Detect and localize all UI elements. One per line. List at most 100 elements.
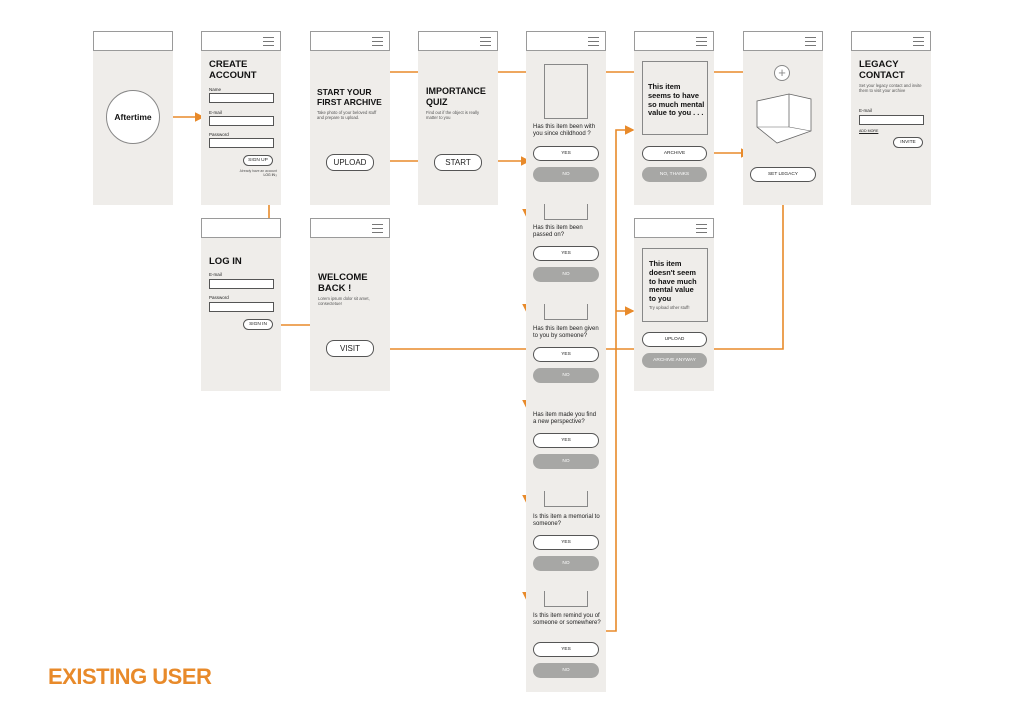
quiz-question: Has this item been with you since childh… [533,124,596,138]
quiz-question: Is this item a memorial to someone? [533,514,600,528]
have-account-text: Already have an account ? [239,169,277,178]
result-hint: Try upload other stuff! [649,305,690,310]
quiz-question: Is this item remind you of someone or so… [533,613,601,627]
login-link[interactable]: LOG IN [263,173,276,177]
screen-splash: Aftertime [93,31,173,205]
room-cube-icon [756,93,812,144]
result-message: This item doesn't seem to have much ment… [649,259,697,304]
screen-login: LOG IN E-mail Password SIGN IN [201,218,281,391]
start-button[interactable]: START [434,154,482,171]
email-label: E-mail [209,110,222,115]
yes-button[interactable]: YES [533,146,599,161]
page-title: LOG IN [209,256,242,267]
menu-icon[interactable] [696,37,707,46]
no-thanks-button[interactable]: NO, THANKS [642,167,707,182]
result-card [642,61,708,135]
page-title: LEGACY CONTACT [859,59,905,81]
arrow-visit-to-room [368,191,788,350]
menu-icon[interactable] [696,224,707,233]
quiz-question: Has this item been given to you by someo… [533,326,599,340]
yes-button[interactable]: YES [533,347,599,362]
password-label: Password [209,132,229,137]
name-label: Name [209,87,222,92]
no-button[interactable]: NO [533,556,599,571]
page-title: CREATE ACCOUNT [209,59,257,81]
result-card [642,248,708,322]
screen-create-account: CREATE ACCOUNT Name E-mail Password SIGN… [201,31,281,205]
no-button[interactable]: NO [533,167,599,182]
yes-button[interactable]: YES [533,433,599,448]
menu-icon[interactable] [263,37,274,46]
screen-topbar [634,218,714,238]
result-message: This item seems to have so much mental v… [648,82,705,118]
no-button[interactable]: NO [533,663,599,678]
archive-anyway-button[interactable]: ARCHIVE ANYWAY [642,353,707,368]
screen-welcome-back: WELCOME BACK ! Lorem ipsum dolor sit ame… [310,218,390,391]
screen-topbar [310,31,390,51]
screen-topbar [201,31,281,51]
page-description: Set your legacy contact and invite them … [859,83,922,93]
email-field[interactable] [209,279,274,289]
add-more-link[interactable]: ADD MORE [859,129,879,133]
screen-topbar [93,31,173,51]
email-label: E-mail [209,272,222,277]
page-description: Take photo of your beloved stuff and pre… [317,110,377,120]
signin-button[interactable]: SIGN IN [243,319,273,330]
quiz-question: Has this item been passed on? [533,225,583,239]
screen-topbar [418,31,498,51]
yes-button[interactable]: YES [533,535,599,550]
no-button[interactable]: NO [533,368,599,383]
menu-icon[interactable] [805,37,816,46]
invite-button[interactable]: INVITE [893,137,923,148]
quiz-question: Has item made you find a new perspective… [533,412,597,426]
screen-importance-quiz: IMPORTANCE QUIZ Find out if the object i… [418,31,498,205]
no-button[interactable]: NO [533,454,599,469]
page-description: Find out if the object is really matter … [426,110,480,120]
screen-legacy-contact: LEGACY CONTACT Set your legacy contact a… [851,31,931,205]
password-field[interactable] [209,138,274,148]
menu-icon[interactable] [372,224,383,233]
menu-icon[interactable] [913,37,924,46]
signup-button[interactable]: SIGN UP [243,155,273,166]
upload-button[interactable]: UPLOAD [326,154,374,171]
menu-icon[interactable] [480,37,491,46]
email-label: E-mail [859,108,872,113]
item-photo-placeholder [544,591,588,607]
menu-icon[interactable] [372,37,383,46]
page-title: WELCOME BACK ! [318,272,368,294]
no-button[interactable]: NO [533,267,599,282]
menu-icon[interactable] [588,37,599,46]
logo-text: Aftertime [114,112,152,122]
set-legacy-button[interactable]: SET LEGACY [750,167,816,182]
logo-circle[interactable]: Aftertime [106,90,160,144]
page-title: START YOUR FIRST ARCHIVE [317,87,382,107]
screen-topbar [310,218,390,238]
yes-button[interactable]: YES [533,642,599,657]
email-field[interactable] [209,116,274,126]
screen-first-archive: START YOUR FIRST ARCHIVE Take photo of y… [310,31,390,205]
page-description: Lorem ipsum dolor sit amet, consectetuer [318,296,370,306]
item-photo-placeholder [544,304,588,320]
visit-button[interactable]: VISIT [326,340,374,357]
password-field[interactable] [209,302,274,312]
screen-result-negative: This item doesn't seem to have much ment… [634,218,714,391]
screen-topbar [851,31,931,51]
screen-quiz-questions: Has this item been with you since childh… [526,31,606,692]
page-title: IMPORTANCE QUIZ [426,86,486,107]
item-photo-placeholder [544,64,588,119]
name-field[interactable] [209,93,274,103]
item-photo-placeholder [544,491,588,507]
yes-button[interactable]: YES [533,246,599,261]
email-field[interactable] [859,115,924,125]
upload-button[interactable]: UPLOAD [642,332,707,347]
screen-topbar [526,31,606,51]
screen-topbar [201,218,281,238]
screen-topbar [743,31,823,51]
archive-button[interactable]: ARCHIVE [642,146,707,161]
screen-archive-room: + SET LEGACY [743,31,823,205]
screen-topbar [634,31,714,51]
footer-label: EXISTING USER [48,664,212,689]
item-photo-placeholder [544,204,588,220]
screen-result-positive: This item seems to have so much mental v… [634,31,714,205]
add-icon[interactable]: + [774,65,790,81]
